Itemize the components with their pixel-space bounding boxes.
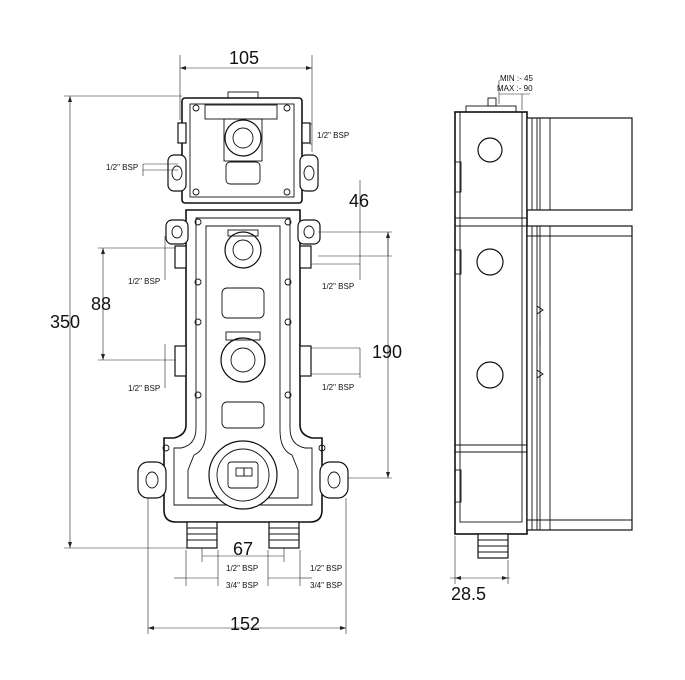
dim-min: MIN :- 45 (500, 74, 533, 83)
port-labels: 1/2" BSP 1/2" BSP 1/2" BSP 1/2" BSP 1/2"… (106, 131, 354, 590)
port-label-mid-left-upper: 1/2" BSP (128, 277, 160, 286)
port-label-mid-right-lower: 1/2" BSP (322, 383, 354, 392)
port-label-bottom-left-three-quarter: 3/4" BSP (226, 581, 258, 590)
side-dimensions (450, 80, 530, 584)
port-label-mid-right-upper: 1/2" BSP (322, 282, 354, 291)
dim-46: 46 (349, 191, 369, 211)
dim-max: MAX :- 90 (497, 84, 533, 93)
dim-67: 67 (233, 539, 253, 559)
port-label-mid-left-lower: 1/2" BSP (128, 384, 160, 393)
dim-152: 152 (230, 614, 260, 634)
dim-105: 105 (229, 48, 259, 68)
dim-350: 350 (50, 312, 80, 332)
right-threaded-outlet (268, 521, 300, 549)
front-view (137, 91, 349, 549)
port-label-bottom-right-three-quarter: 3/4" BSP (310, 581, 342, 590)
front-dimensions (64, 55, 392, 634)
port-label-top-left: 1/2" BSP (106, 163, 138, 172)
dimension-labels: 105 350 88 46 190 67 152 28.5 MIN :- 45 … (50, 48, 533, 634)
port-label-bottom-right-half: 1/2" BSP (310, 564, 342, 573)
port-label-bottom-left-half: 1/2" BSP (226, 564, 258, 573)
dim-28-5: 28.5 (451, 584, 486, 604)
port-label-top-right: 1/2" BSP (317, 131, 349, 140)
left-threaded-outlet (186, 521, 218, 549)
dim-88: 88 (91, 294, 111, 314)
side-view (454, 97, 633, 559)
dim-190: 190 (372, 342, 402, 362)
